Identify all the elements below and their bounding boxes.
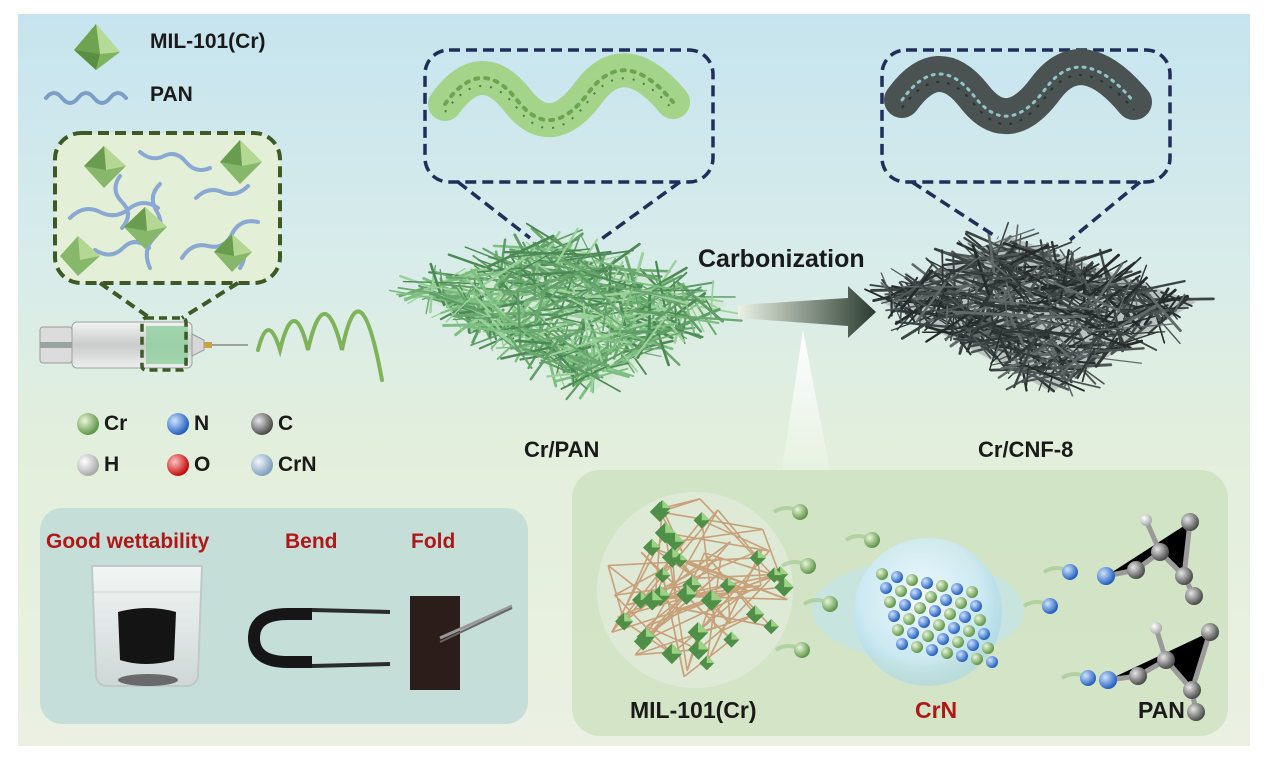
n-atom-swatch — [167, 413, 189, 435]
mof-structure — [597, 492, 794, 688]
fold-photo — [410, 596, 513, 690]
h-atom-swatch — [77, 454, 99, 476]
atom-label-h: H — [104, 453, 120, 476]
migrating-atoms — [772, 504, 1096, 686]
cr-pan-fiber-inset — [423, 48, 715, 242]
crn-crystal — [812, 538, 1024, 686]
cr-pan-label: Cr/PAN — [524, 437, 600, 462]
mechanism-pan-label: PAN — [1138, 697, 1185, 723]
atom-label-o: O — [194, 453, 211, 476]
o-atom-swatch — [167, 454, 189, 476]
solution-inset — [53, 131, 282, 320]
legend-pan-label: PAN — [150, 83, 193, 106]
pan-chain-icon — [44, 91, 128, 105]
jet-trace — [256, 309, 384, 382]
beaker-photo — [90, 565, 204, 687]
mechanism-mof-label: MIL-101(Cr) — [630, 697, 757, 723]
atom-legend — [77, 413, 273, 476]
atom-label-c: C — [278, 412, 294, 435]
atom-label-n: N — [194, 412, 210, 435]
legend-mof-label: MIL-101(Cr) — [150, 30, 266, 53]
crn-atom-swatch — [251, 454, 273, 476]
atom-label-cr: Cr — [104, 412, 128, 435]
cr-atom-swatch — [77, 413, 99, 435]
octahedron-icon — [74, 24, 120, 70]
cr-cnf-label: Cr/CNF-8 — [978, 437, 1074, 462]
wettability-label: Good wettability — [46, 530, 210, 553]
bend-label: Bend — [285, 530, 338, 553]
pan-molecules — [1097, 513, 1219, 721]
cr-cnf-mat — [864, 221, 1215, 397]
cr-pan-mat — [388, 222, 743, 401]
carbonization-label: Carbonization — [698, 245, 865, 273]
bend-photo — [247, 608, 391, 668]
atom-label-crn: CrN — [278, 453, 317, 476]
carbonization-arrow — [738, 286, 876, 338]
zoom-beam — [782, 330, 830, 470]
cr-cnf-fiber-inset — [880, 48, 1172, 242]
mechanism-crn-label: CrN — [915, 697, 958, 723]
syringe-illustration — [39, 316, 248, 372]
c-atom-swatch — [251, 413, 273, 435]
fold-label: Fold — [411, 530, 456, 553]
